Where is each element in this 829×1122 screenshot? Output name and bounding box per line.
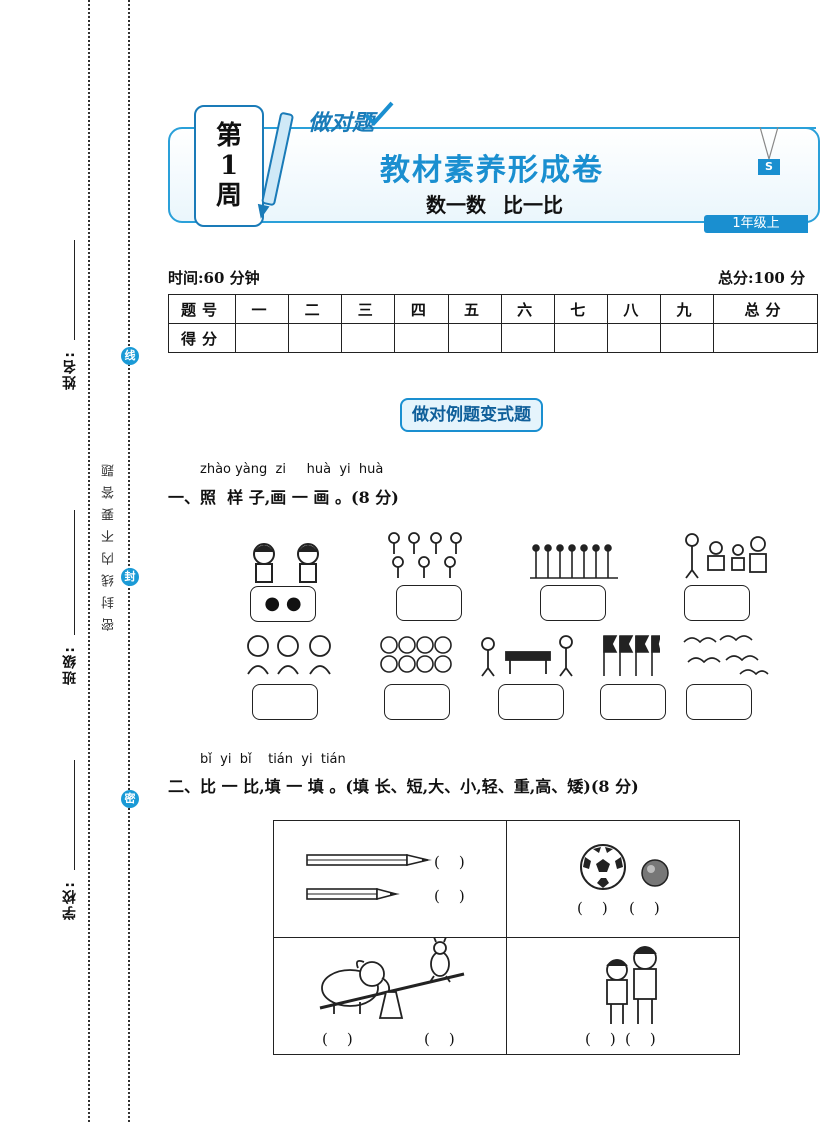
score-cell[interactable] <box>234 323 290 353</box>
table-row: 得分 <box>168 323 818 353</box>
s-badge: S <box>758 159 780 175</box>
short-pencil-icon <box>306 887 400 901</box>
small-ball-icon <box>641 859 669 887</box>
children-picture-icon <box>253 543 319 583</box>
short-pencil-blank[interactable]: ( ) <box>434 887 465 905</box>
tall-child-blank[interactable]: ( ) <box>625 1030 656 1048</box>
score-cell[interactable] <box>394 323 449 353</box>
balls-compare-cell: ( ) ( ) <box>506 820 740 938</box>
week-char-3: 周 <box>215 181 242 211</box>
two-children-icon <box>606 946 657 1024</box>
seal-warning-text: 密封线内不要答题 <box>102 455 117 631</box>
seal-line-mark: 线 <box>121 347 139 365</box>
school-label: 学校: <box>62 880 78 920</box>
seesaw-cell: ( ) ( ) <box>273 937 507 1055</box>
small-ball-blank[interactable]: ( ) <box>629 899 660 917</box>
time-info: 时间:60 分钟 <box>168 269 260 287</box>
school-field[interactable] <box>74 760 75 870</box>
score-cell[interactable] <box>447 323 502 353</box>
table-row: ( ) ( ) ( ) ( ) <box>273 937 740 1055</box>
group-kids-picture-icon <box>247 635 331 675</box>
main-title: 教材素养形成卷 <box>380 153 604 188</box>
pencils-cell: ( ) ( ) <box>273 820 507 938</box>
q1-answer-box[interactable] <box>684 585 750 621</box>
col-3: 三 <box>341 294 396 324</box>
col-total: 总分 <box>713 294 818 324</box>
header-banner: 第 1 周 做对题 教材素养形成卷 数一数 比一比 S 1年级上 <box>168 97 820 233</box>
score-cell[interactable] <box>500 323 555 353</box>
brand-label: 做对题 <box>308 111 375 136</box>
q1-example-answer: ● ● <box>250 586 316 622</box>
elephant-blank[interactable]: ( ) <box>322 1030 353 1048</box>
q2-text: 二、比 一 比,填 一 填 。(填 长、短,大、小,轻、重,高、矮)(8 分) <box>168 777 639 796</box>
col-1: 一 <box>234 294 290 324</box>
subtitle: 数一数 比一比 <box>426 193 563 217</box>
binding-dotted-line-right <box>128 0 130 1122</box>
score-cell[interactable] <box>553 323 608 353</box>
class-field[interactable] <box>74 510 75 635</box>
score-table: 题号 一 二 三 四 五 六 七 八 九 总分 得分 <box>168 294 818 353</box>
q1-answer-box[interactable] <box>396 585 462 621</box>
seal-seal-mark: 封 <box>121 568 139 586</box>
flowers-picture-icon <box>530 544 618 579</box>
q1-answer-box[interactable] <box>600 684 666 720</box>
q2-pinyin: bǐ yi bǐ tián yi tián <box>200 752 346 767</box>
week-char-1: 第 <box>215 121 242 151</box>
ping-pong-picture-icon <box>481 635 573 677</box>
col-7: 七 <box>553 294 608 324</box>
long-pencil-icon <box>306 853 432 867</box>
table-row: ( ) ( ) ( ) ( ) <box>273 820 740 938</box>
binding-dotted-line-left <box>88 0 90 1122</box>
total-info: 总分:100 分 <box>718 269 806 287</box>
score-cell[interactable] <box>713 323 818 353</box>
soccer-ball-icon <box>580 844 626 890</box>
long-pencil-blank[interactable]: ( ) <box>434 853 465 871</box>
q1-pinyin: zhào yàng zi huà yi huà <box>200 462 384 477</box>
q1-text: 一、照 样 子,画 一 画 。(8 分) <box>168 488 399 507</box>
name-field[interactable] <box>74 240 75 340</box>
playing-kids-picture-icon <box>388 532 462 578</box>
seal-close-mark: 密 <box>121 790 139 808</box>
brand-rule <box>392 127 816 129</box>
height-compare-cell: ( ) ( ) <box>506 937 740 1055</box>
col-8: 八 <box>606 294 662 324</box>
grade-tab: 1年级上 <box>704 215 808 233</box>
col-5: 五 <box>447 294 502 324</box>
score-cell[interactable] <box>659 323 715 353</box>
family-picture-icon <box>685 533 767 579</box>
col-2: 二 <box>288 294 343 324</box>
comparison-table: ( ) ( ) ( ) ( ) <box>273 820 740 1055</box>
big-ball-blank[interactable]: ( ) <box>577 899 608 917</box>
birds-picture-icon <box>683 635 769 676</box>
score-cell[interactable] <box>288 323 343 353</box>
class-label: 班级: <box>62 645 78 685</box>
elephant-seesaw-icon <box>319 938 465 1019</box>
row-head-score: 得分 <box>168 323 236 353</box>
q1-answer-box[interactable] <box>252 684 318 720</box>
pencil-mascot-icon <box>257 112 294 219</box>
short-child-blank[interactable]: ( ) <box>585 1030 616 1048</box>
q1-answer-box[interactable] <box>384 684 450 720</box>
week-char-2: 1 <box>219 151 239 181</box>
score-cell[interactable] <box>606 323 662 353</box>
week-badge: 第 1 周 <box>194 105 264 227</box>
q1-answer-box[interactable] <box>540 585 606 621</box>
checkmark-icon <box>364 101 394 126</box>
q1-answer-box[interactable] <box>686 684 752 720</box>
name-label: 姓名: <box>62 350 78 390</box>
col-9: 九 <box>659 294 715 324</box>
section-badge: 做对例题变式题 <box>400 398 543 432</box>
flags-picture-icon <box>603 635 660 676</box>
col-4: 四 <box>394 294 449 324</box>
q1-answer-box[interactable] <box>498 684 564 720</box>
example-dots: ● ● <box>264 593 302 614</box>
table-row: 题号 一 二 三 四 五 六 七 八 九 总分 <box>168 294 818 324</box>
balls-picture-icon <box>380 636 452 673</box>
score-cell[interactable] <box>341 323 396 353</box>
row-head-question-number: 题号 <box>168 294 236 324</box>
col-6: 六 <box>500 294 555 324</box>
tag-string-icon <box>759 127 779 161</box>
rabbit-blank[interactable]: ( ) <box>424 1030 455 1048</box>
